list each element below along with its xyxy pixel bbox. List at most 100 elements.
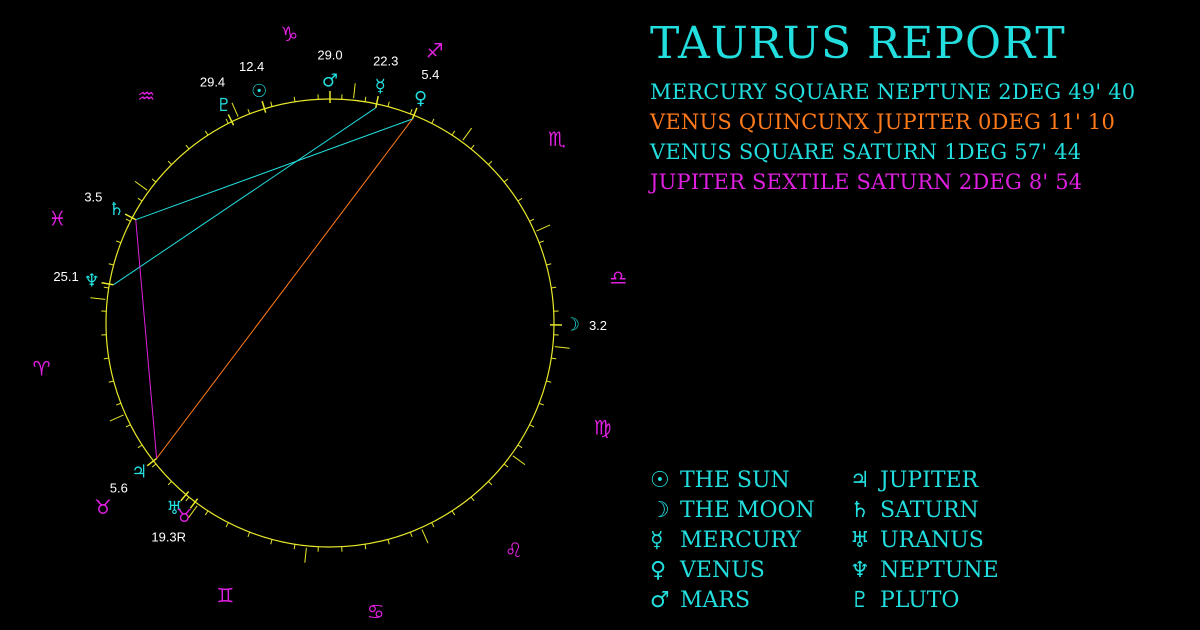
libra-sign-icon: ♎ [609, 265, 627, 289]
legend-item-uranus: ♅ URANUS [850, 528, 984, 553]
pisces-sign-icon: ♓ [48, 206, 66, 230]
wheel-tick [293, 96, 296, 102]
wheel-tick [551, 357, 557, 360]
wheel-tick [451, 130, 456, 136]
uranus-icon: ♅ [850, 528, 870, 553]
wheel-tick [103, 286, 109, 289]
aquarius-sign-icon: ♒ [137, 84, 155, 108]
pluto-position-tick [227, 114, 235, 126]
jupiter-icon: ♃ [850, 468, 870, 493]
pluto-icon: ♇ [850, 588, 870, 613]
legend-item-pluto: ♇ PLUTO [850, 588, 959, 613]
venus-position-tick [411, 107, 418, 120]
aspect-line-venus-jupiter [156, 118, 413, 459]
mercury-icon: ☿ [650, 528, 664, 553]
wheel-tick [125, 218, 131, 222]
mercury-icon: ☿ [375, 76, 386, 97]
legend-label: MERCURY [680, 528, 801, 553]
wheel-division-tick [109, 414, 124, 422]
saturn-icon: ♄ [108, 199, 124, 220]
wheel-tick [546, 263, 552, 266]
wheel-tick [538, 402, 544, 406]
wheel-division-tick [353, 83, 356, 99]
neptune-icon: ♆ [850, 558, 870, 583]
venus-icon: ♀ [414, 88, 427, 109]
wheel-tick [204, 130, 209, 136]
zodiac-signs: ♑♐♏♎♍♌♋♊♉♈♓♒ [33, 22, 628, 624]
neptune-degree-label: 25.1 [53, 269, 78, 284]
cancer-sign-icon: ♋ [367, 599, 385, 623]
wheel-tick [470, 144, 475, 150]
virgo-sign-icon: ♍ [594, 416, 612, 440]
wheel-tick [225, 522, 229, 528]
legend-label: VENUS [680, 558, 765, 583]
wheel-tick [538, 240, 544, 244]
wheel-tick [451, 510, 456, 516]
legend-label: THE MOON [680, 498, 815, 523]
wheel-tick [108, 263, 114, 266]
wheel-tick [167, 481, 172, 486]
mars-icon: ♂ [322, 71, 338, 92]
sun-icon: ☉ [650, 468, 670, 493]
legend-label: URANUS [880, 528, 984, 553]
aspect-line-venus-saturn [135, 118, 413, 221]
sagittarius-sign-icon: ♐ [426, 38, 444, 62]
wheel-tick [185, 144, 190, 150]
report-title: TAURUS REPORT [650, 18, 1066, 69]
wheel-tick [503, 178, 509, 183]
wheel-tick [116, 240, 122, 244]
jupiter-icon: ♃ [131, 461, 147, 482]
wheel-division-tick [231, 102, 239, 117]
legend-label: PLUTO [880, 588, 960, 613]
legend-label: JUPITER [880, 468, 979, 493]
wheel-tick [364, 96, 367, 102]
wheel-tick [225, 118, 229, 124]
uranus-position-tick [180, 491, 190, 502]
neptune-icon: ♆ [84, 270, 100, 291]
saturn-degree-label: 3.5 [84, 190, 102, 205]
legend-item-mercury: ☿ MERCURY [650, 528, 801, 553]
wheel-tick [116, 402, 122, 406]
aspect-line-mercury-neptune [113, 107, 377, 286]
scorpio-sign-icon: ♏ [548, 127, 566, 151]
legend-item-moon: ☽THE MOON [650, 498, 815, 523]
wheel-tick [108, 380, 114, 383]
wheel-tick [247, 109, 251, 115]
wheel-tick [470, 496, 475, 502]
leo-sign-icon: ♌ [505, 538, 523, 562]
wheel-division-tick [90, 297, 106, 300]
aspect-line-jupiter-saturn [135, 219, 158, 459]
wheel-division-tick [187, 505, 198, 519]
uranus-icon: ♅ [166, 498, 182, 519]
wheel-tick [529, 424, 535, 428]
pluto-degree-label: 29.4 [200, 75, 225, 90]
wheel-tick [151, 463, 157, 468]
wheel-tick [517, 197, 523, 202]
venus-icon: ♀ [650, 558, 667, 583]
wheel-tick [431, 522, 435, 528]
wheel-division-tick [462, 127, 473, 141]
wheel-division-tick [304, 547, 307, 563]
wheel-division-tick [421, 529, 429, 544]
wheel-tick [270, 539, 273, 545]
wheel-tick [293, 544, 296, 550]
wheel-tick [185, 496, 190, 502]
wheel-division-tick [536, 224, 551, 232]
wheel-tick [551, 286, 557, 289]
wheel-tick [431, 118, 435, 124]
wheel-tick [103, 357, 109, 360]
sun-degree-label: 12.4 [239, 59, 264, 74]
planet-markers: ♇29.4☉12.4♂29.0☿22.3♀5.4☽3.2♄3.5♆25.1♃5.… [53, 48, 607, 545]
wheel-tick [546, 380, 552, 383]
legend-label: NEPTUNE [880, 558, 999, 583]
node-icon: ♉ [176, 506, 192, 527]
legend-item-saturn: ♄SATURN [850, 498, 979, 523]
legend-item-jupiter: ♃ JUPITER [850, 468, 978, 493]
node-degree-label: 19.3R [151, 530, 186, 545]
aspect-line-4: JUPITER SEXTILE SATURN 2DEG 8' 54 [650, 170, 1083, 194]
wheel-tick [270, 101, 273, 107]
neptune-position-tick [101, 281, 114, 286]
aspect-line-2: VENUS QUINCUNX JUPITER 0DEG 11' 10 [650, 110, 1116, 134]
astrology-wheel: ♑♐♏♎♍♌♋♊♉♈♓♒ ♇29.4☉12.4♂29.0☿22.3♀5.4☽3.… [33, 22, 628, 624]
wheel-tick [137, 444, 143, 449]
